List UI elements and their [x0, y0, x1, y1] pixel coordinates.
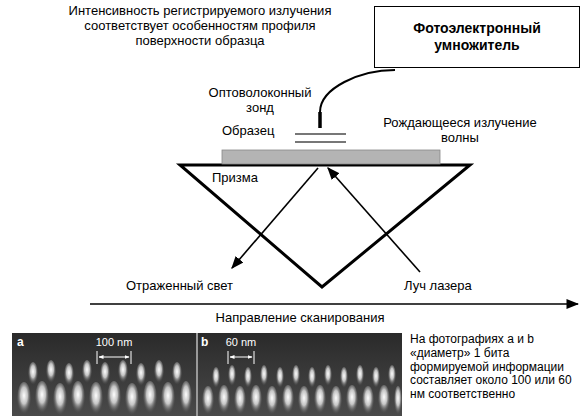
sample-layer [295, 141, 346, 143]
label: 60 nm [226, 336, 257, 349]
device-box: Фотоэлектронный умножитель [374, 6, 580, 68]
prism [180, 165, 470, 287]
label: На фотографиях a и b «диаметр» 1 бита фо… [410, 333, 582, 402]
photo [12, 333, 402, 417]
box-text: Фотоэлектронный умножитель [385, 20, 569, 54]
label: Интенсивность регистрируемого излучения … [60, 4, 340, 49]
sample-layer [295, 133, 346, 135]
sample [222, 150, 440, 164]
label: Направление сканирования [150, 311, 450, 326]
scan-arrow [90, 303, 578, 305]
label: Образец [222, 124, 292, 139]
probe-tip [318, 112, 322, 128]
label: Отраженный свет [126, 279, 256, 294]
label: Призма [212, 171, 282, 186]
label: Оптоволоконный зонд [205, 86, 315, 116]
label: Луч лазера [404, 279, 504, 294]
label: b [201, 336, 208, 350]
label: Рождающееся излучение волны [378, 116, 542, 146]
laser-beam [328, 168, 420, 272]
label: 100 nm [96, 336, 133, 349]
label: a [17, 336, 24, 350]
